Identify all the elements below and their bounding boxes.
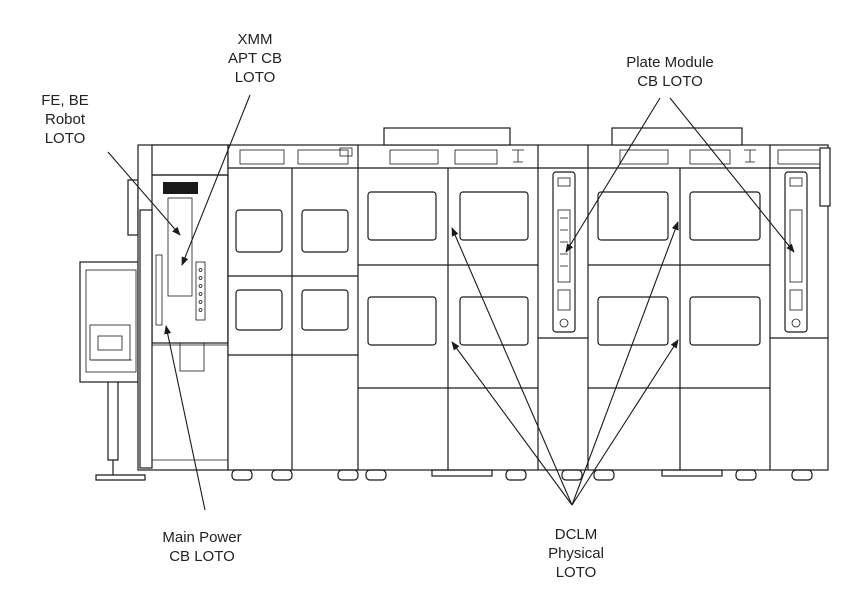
callout-line: CB LOTO <box>169 548 235 565</box>
callout-line: Physical <box>548 545 604 562</box>
leader-dclm-1 <box>451 227 573 506</box>
callout-fe-be-robot-loto: FE, BE Robot LOTO <box>30 91 100 148</box>
control-panel-left <box>552 171 576 333</box>
callout-line: DCLM <box>554 526 598 543</box>
callout-line: FE, BE <box>41 92 89 109</box>
callout-line: Main Power <box>162 529 242 546</box>
leader-plate-2 <box>669 97 795 253</box>
casters <box>231 469 813 481</box>
operator-station <box>79 179 146 481</box>
leader-fe-be <box>107 151 181 236</box>
callout-line: APT CB <box>228 50 282 67</box>
callout-xmm-apt-cb-loto: XMM APT CB LOTO <box>222 30 288 87</box>
callout-dclm-physical-loto: DCLM Physical LOTO <box>536 525 616 582</box>
callout-line: LOTO <box>44 130 86 147</box>
callout-plate-module-cb-loto: Plate Module CB LOTO <box>608 53 732 91</box>
top-trim <box>239 147 821 165</box>
leader-main-power <box>164 325 206 511</box>
leader-plate-1 <box>565 97 661 253</box>
control-panel-right <box>784 147 831 333</box>
callout-line: LOTO <box>234 69 276 86</box>
window-panels <box>235 191 761 346</box>
leader-dclm-4 <box>571 339 679 506</box>
callout-line: Plate Module <box>626 54 714 71</box>
callout-main-power-cb-loto: Main Power CB LOTO <box>144 528 260 566</box>
leader-dclm-3 <box>571 221 679 506</box>
callout-line: Robot <box>44 111 86 128</box>
leader-lines <box>107 94 795 511</box>
callout-line: XMM <box>237 31 273 48</box>
leader-dclm-2 <box>451 341 573 506</box>
leader-xmm <box>181 94 251 266</box>
front-end-module <box>137 144 229 471</box>
callout-line: CB LOTO <box>637 73 703 90</box>
callout-line: LOTO <box>555 564 597 581</box>
